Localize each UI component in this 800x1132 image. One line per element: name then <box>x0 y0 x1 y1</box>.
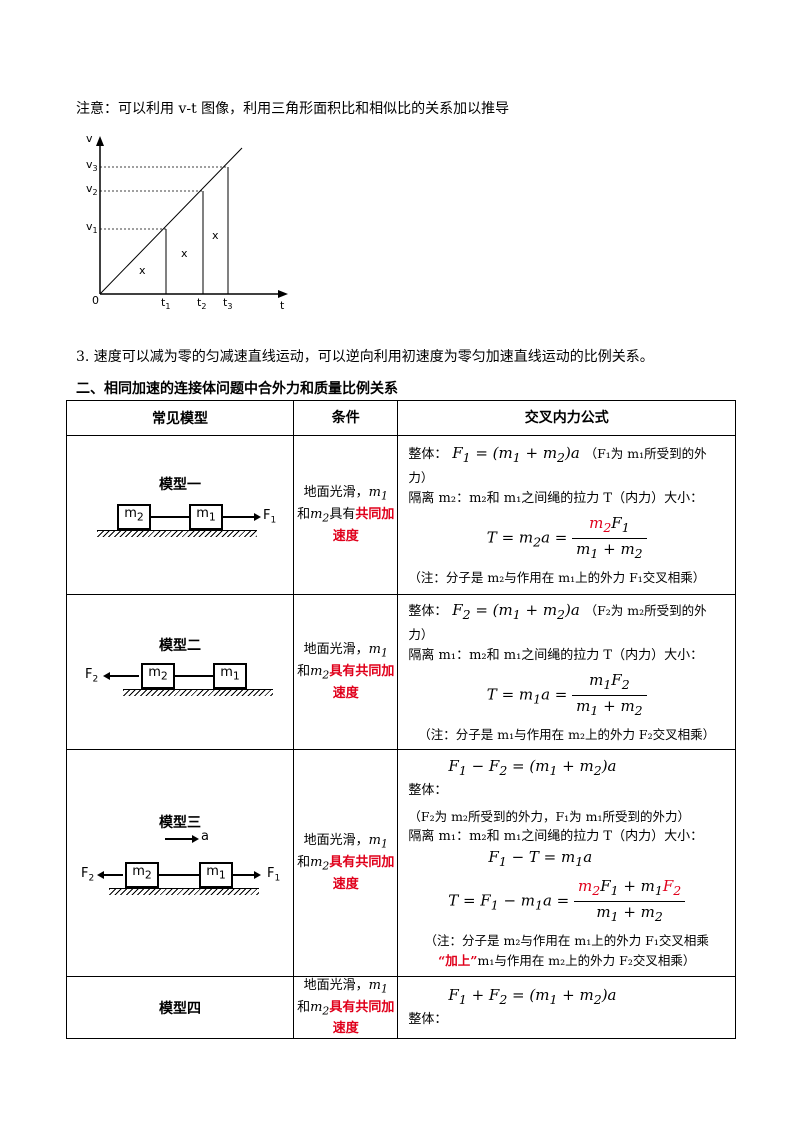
model-title: 模型四 <box>159 1000 201 1017</box>
model-2-diagram: 模型二 F2 m2 m1 <box>67 595 293 749</box>
area-x1: x <box>139 264 146 277</box>
model-cell: 模型四 <box>66 975 294 1040</box>
condition-highlight: 共同加速度 <box>332 507 395 544</box>
condition-highlight: 具有共同加速度 <box>329 664 395 701</box>
block-m1: m1 <box>199 862 233 888</box>
formula-cell: 整体： F1 = (m1 + m2)a （F₁为 m₁所受到的外力） 隔离 m₂… <box>397 435 736 595</box>
t2-label: t2 <box>197 296 206 311</box>
table-row: 模型一 m2 m1 F1 地面光滑，m1 和m2具有共同加速度 整体： F1 =… <box>66 435 736 595</box>
block-m2: m2 <box>125 862 159 888</box>
model-cell: 模型三 a F2 m2 m1 F1 <box>66 749 294 977</box>
condition-highlight: 具有共同加速度 <box>329 999 395 1037</box>
force-arrow <box>103 672 139 680</box>
v1-label: v1 <box>86 220 98 235</box>
rope <box>173 675 213 677</box>
formula-cell: F1 + F2 = (m1 + m2)a 整体： <box>397 975 736 1040</box>
table-header-row: 常见模型 条件 交叉内力公式 <box>66 400 736 436</box>
area-x2: x <box>181 247 188 260</box>
vt-graph: v t 0 v3 v2 v1 t1 t2 t3 x x x <box>70 124 300 324</box>
block-m2: m2 <box>117 504 151 530</box>
rope <box>157 874 199 876</box>
v3-label: v3 <box>86 158 98 173</box>
v-axis-label: v <box>86 132 93 145</box>
model-cell: 模型二 F2 m2 m1 <box>66 594 294 750</box>
condition-cell: 地面光滑，m1 和m2具有共同加速度 <box>292 749 399 977</box>
force-f1-arrow <box>231 871 261 879</box>
ground <box>97 530 257 537</box>
ground <box>123 689 273 696</box>
condition-cell: 地面光滑，m1 和m2具有共同加速度 <box>292 435 399 595</box>
acceleration-arrow <box>165 835 199 843</box>
formula-cell: 整体： F2 = (m1 + m2)a （F₂为 m₂所受到的外力） 隔离 m₁… <box>397 594 736 750</box>
model-cell: 模型一 m2 m1 F1 <box>66 435 294 595</box>
rope <box>149 516 189 518</box>
model-title: 模型三 <box>159 815 201 831</box>
section-heading: 二、相同加速的连接体问题中合外力和质量比例关系 <box>76 381 398 397</box>
table-row: 模型二 F2 m2 m1 地面光滑，m1 和m2具有共同加速度 整体： F2 =… <box>66 594 736 750</box>
condition-cell: 地面光滑，m1 和m2具有共同加速度 <box>292 975 399 1040</box>
t1-label: t1 <box>161 296 170 311</box>
table-row: 模型四 地面光滑，m1 和m2具有共同加速度 F1 + F2 = (m1 + m… <box>66 975 736 1040</box>
force-label: F2 <box>85 667 99 685</box>
condition-cell: 地面光滑，m1 和m2具有共同加速度 <box>292 594 399 750</box>
point-3-text: 3. 速度可以减为零的匀减速直线运动，可以逆向利用初速度为零匀加速直线运动的比例… <box>76 349 654 365</box>
formula-cell: F1 − F2 = (m1 + m2)a 整体： （F₂为 m₂所受到的外力，F… <box>397 749 736 977</box>
origin-label: 0 <box>92 294 99 307</box>
v2-label: v2 <box>86 182 98 197</box>
condition-highlight: 具有共同加速度 <box>329 855 395 892</box>
header-condition: 条件 <box>292 400 399 436</box>
model-3-diagram: 模型三 a F2 m2 m1 F1 <box>67 750 293 976</box>
model-title: 模型一 <box>159 477 201 493</box>
block-m1: m1 <box>213 663 247 689</box>
model-4-diagram: 模型四 <box>67 978 293 1038</box>
t3-label: t3 <box>223 296 232 311</box>
block-m1: m1 <box>189 504 223 530</box>
force-f2-arrow <box>97 871 123 879</box>
force-f1-label: F1 <box>267 866 281 884</box>
block-m2: m2 <box>141 663 175 689</box>
force-f2-label: F2 <box>81 866 95 884</box>
header-formula: 交叉内力公式 <box>397 400 736 436</box>
area-x3: x <box>212 229 219 242</box>
model-title: 模型二 <box>159 638 201 654</box>
models-table: 常见模型 条件 交叉内力公式 模型一 m2 m1 F1 地面光滑，m1 和m2具… <box>66 400 736 1040</box>
force-label: F1 <box>263 508 277 526</box>
vt-graph-svg: v t 0 v3 v2 v1 t1 t2 t3 x x x <box>86 132 288 312</box>
acceleration-label: a <box>201 829 209 844</box>
table-row: 模型三 a F2 m2 m1 F1 地面光滑，m1 和m2具有共同加速度 F1 … <box>66 749 736 977</box>
t-axis-label: t <box>280 299 285 312</box>
header-model: 常见模型 <box>66 400 294 436</box>
force-arrow <box>221 513 261 521</box>
model-1-diagram: 模型一 m2 m1 F1 <box>67 436 293 594</box>
note-text: 注意：可以利用 v-t 图像，利用三角形面积比和相似比的关系加以推导 <box>76 101 510 117</box>
ground <box>109 888 259 895</box>
